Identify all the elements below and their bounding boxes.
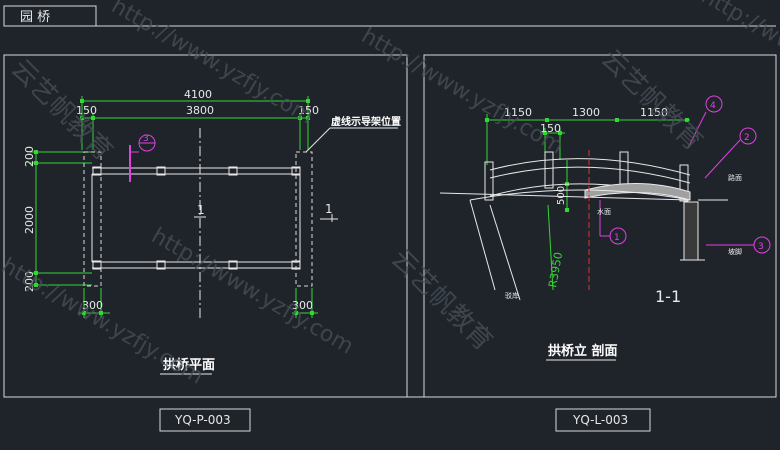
plan-dim-left: 150 — [76, 104, 97, 117]
plan-note-text: 虚线示导架位置 — [331, 115, 401, 128]
plan-dim-vertical-middle: 2000 — [23, 206, 36, 234]
drawing-frame — [3, 5, 777, 432]
section-callout-1: 1 — [614, 233, 620, 243]
section-dimension-lines — [485, 114, 690, 291]
plan-dim-bottom-right: 300 — [292, 299, 313, 312]
section-callout-2: 2 — [744, 133, 750, 143]
section-drawing-code: YQ-L-003 — [572, 413, 628, 427]
section-bank-left-2 — [489, 204, 521, 301]
section-dim-d: 150 — [540, 122, 561, 135]
plan-dimension-ticks — [34, 99, 314, 315]
plan-dim-bottom-left: 300 — [82, 299, 103, 312]
plan-section-mark-right: 1 — [325, 202, 333, 216]
plan-callout-number: 3 — [143, 134, 149, 144]
drawing-title: 园 桥 — [20, 10, 50, 25]
section-bank-left — [469, 199, 496, 291]
plan-bridge-outline — [91, 166, 301, 270]
plan-section-mark: 1 — [197, 203, 205, 217]
plan-dim-total: 4100 — [184, 88, 212, 101]
plan-view: 4100 150 3800 150 200 2000 200 300 300 — [23, 88, 401, 427]
watermark-url-4: http://www.yzfjy.com — [0, 254, 208, 390]
section-label-slope: 坡脚 — [728, 247, 742, 256]
plan-drawing-code: YQ-P-003 — [174, 413, 231, 427]
section-callout-3: 3 — [758, 242, 764, 252]
section-dim-vertical: 500 — [556, 186, 567, 205]
plan-dim-vertical-top: 200 — [23, 146, 36, 167]
watermark-url-2: http://www.yzfjy.com — [357, 24, 568, 160]
section-view: 1150 1300 1150 150 500 R3950 — [439, 95, 771, 427]
section-abutment — [683, 201, 699, 261]
plan-callout — [129, 134, 156, 182]
section-deck-line — [439, 192, 691, 201]
plan-dim-right: 150 — [298, 104, 319, 117]
section-dim-a: 1150 — [504, 106, 532, 119]
section-label-water: 水面 — [597, 207, 611, 216]
plan-caption: 拱桥平面 — [163, 357, 215, 373]
plan-dim-middle: 3800 — [186, 104, 214, 117]
watermark-brand-3: 云艺帆教育 — [385, 244, 498, 357]
section-caption: 拱桥立 剖面 — [548, 343, 618, 359]
plan-abutment-dashed — [83, 151, 313, 287]
section-label-deck: 路面 — [728, 173, 742, 182]
section-arch-line — [469, 189, 691, 201]
watermark-url-3: http://www.yzfjy.com — [147, 224, 358, 360]
watermark-brand-2: 云艺帆教育 — [595, 44, 708, 157]
plan-dim-vertical-bottom: 200 — [23, 271, 36, 292]
section-callout-4: 4 — [710, 101, 716, 111]
section-radius: R3950 — [546, 251, 565, 288]
section-dim-b: 1300 — [572, 106, 600, 119]
section-name: 1-1 — [655, 287, 681, 306]
section-label-bank: 驳岸 — [505, 292, 519, 300]
section-dim-c: 1150 — [640, 106, 668, 119]
plan-note-leader — [305, 127, 331, 153]
section-callouts — [599, 95, 771, 254]
